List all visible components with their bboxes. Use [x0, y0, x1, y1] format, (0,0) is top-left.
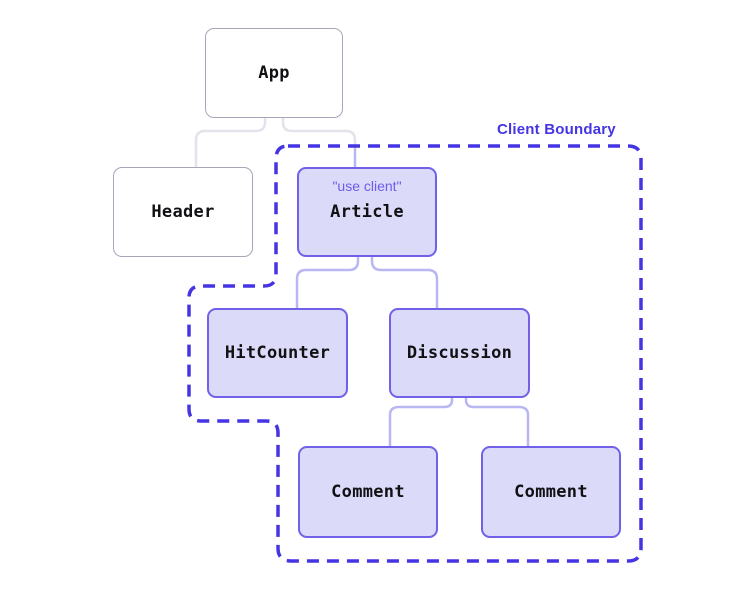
node-comment-2: Comment — [481, 446, 621, 538]
node-comment-1-label: Comment — [331, 482, 405, 502]
node-article-label: Article — [330, 202, 404, 222]
node-app-label: App — [258, 63, 290, 83]
node-discussion: Discussion — [389, 308, 530, 398]
node-discussion-label: Discussion — [406, 343, 513, 363]
node-app: App — [205, 28, 343, 118]
use-client-directive: "use client" — [332, 178, 402, 194]
node-comment-2-label: Comment — [514, 482, 588, 502]
node-header-label: Header — [151, 202, 215, 222]
edge-article-discussion — [370, 257, 439, 308]
edge-app-header — [194, 118, 267, 167]
edge-discussion-comment-1 — [388, 398, 454, 446]
node-header: Header — [113, 167, 253, 257]
edge-discussion-comment-2 — [464, 398, 530, 446]
edge-app-article-outer — [281, 118, 357, 147]
client-boundary-label: Client Boundary — [497, 121, 616, 138]
node-hit-counter-label: HitCounter — [224, 343, 331, 363]
edge-article-hitcounter — [295, 257, 360, 308]
client-boundary-outline — [187, 144, 643, 563]
node-article: "use client" Article — [297, 167, 437, 257]
node-comment-1: Comment — [298, 446, 438, 538]
node-hit-counter: HitCounter — [207, 308, 348, 398]
